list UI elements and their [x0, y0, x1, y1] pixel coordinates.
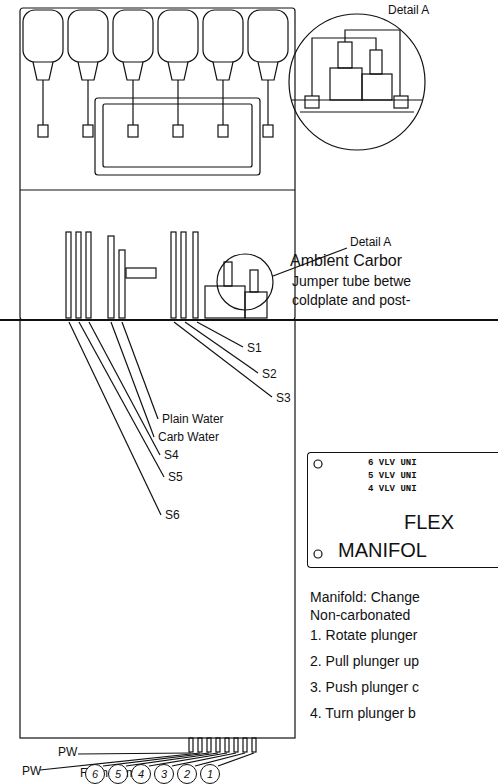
- callout-number: 4: [138, 769, 144, 780]
- callout-circle: 3: [154, 764, 174, 784]
- callout-label: coldplate and post-: [292, 293, 410, 308]
- callout-label: 2. Pull plunger up: [310, 654, 419, 669]
- plate-text: 5 VLV UNI: [368, 472, 417, 482]
- line-label: S6: [165, 509, 180, 522]
- callout-label: Carb Water: [158, 431, 219, 444]
- plate-text: 4 VLV UNI: [368, 485, 417, 495]
- plate-text: MANIFOL: [338, 539, 427, 561]
- callout-label: PW: [22, 765, 41, 778]
- line-label: S4: [164, 449, 179, 462]
- callout-number: 1: [207, 769, 213, 780]
- manifold-plate: 6 VLV UNI 5 VLV UNI 4 VLV UNI FLEX MANIFOL: [307, 452, 498, 568]
- callout-label: Detail A: [350, 236, 391, 249]
- plate-text: FLEX: [404, 511, 454, 533]
- callout-label: Manifold: Change: [310, 590, 420, 605]
- callout-number: 3: [161, 769, 167, 780]
- callout-label: PW: [58, 746, 77, 759]
- callout-label: Ambient Carbor: [290, 252, 402, 270]
- line-label: S2: [262, 368, 277, 381]
- callout-circle: 5: [108, 764, 128, 784]
- callout-number: 2: [184, 769, 190, 780]
- line-label: S3: [276, 392, 291, 405]
- callout-circle: 6: [85, 764, 105, 784]
- callout-label: Non-carbonated: [310, 608, 410, 623]
- callout-label: Jumper tube betwe: [292, 274, 411, 289]
- callout-number: 5: [115, 769, 121, 780]
- callout-circle: 4: [131, 764, 151, 784]
- callout-label: 1. Rotate plunger: [310, 628, 417, 643]
- plate-text: 6 VLV UNI: [368, 459, 417, 469]
- callout-number: 6: [92, 769, 98, 780]
- callout-label: Plain Water: [162, 413, 224, 426]
- callout-circle: 2: [177, 764, 197, 784]
- line-label: S1: [247, 342, 262, 355]
- line-label: S5: [168, 471, 183, 484]
- callout-label: 3. Push plunger c: [310, 680, 419, 695]
- callout-label: Detail A: [388, 4, 429, 17]
- callout-circle: 1: [200, 764, 220, 784]
- callout-label: 4. Turn plunger b: [310, 706, 416, 721]
